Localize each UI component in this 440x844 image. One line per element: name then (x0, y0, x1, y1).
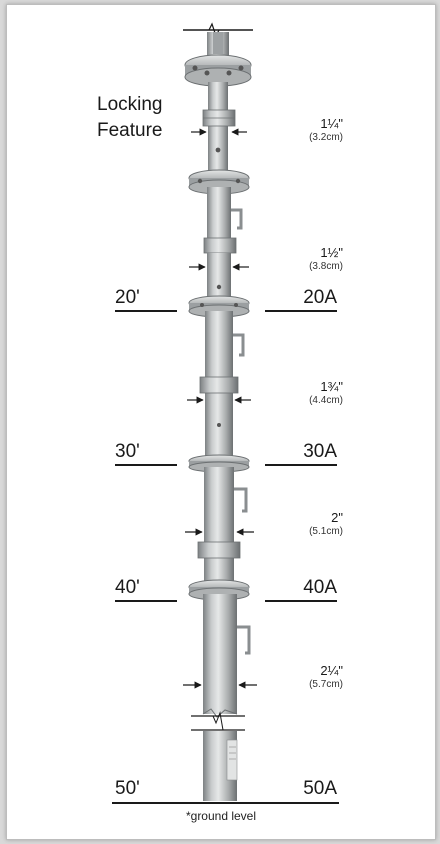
level-40-right-label: 40A (303, 577, 337, 598)
section-1-inch-label: 1¼" (320, 116, 343, 131)
section-2-inch-label: 1½" (320, 245, 343, 260)
pole-section-5 (188, 579, 251, 718)
section-5-inch-label: 2¼" (320, 663, 343, 678)
level-50-left-label: 50' (115, 778, 140, 799)
level-20-left-label: 20' (115, 287, 140, 308)
level-lines (112, 310, 339, 804)
section-4-inch-label: 2" (331, 510, 343, 525)
section-4-cm-label: (5.1cm) (309, 526, 343, 537)
diagram-card: Locking Feature 1¼" (3.2cm) 1½" (3.8cm) … (6, 4, 436, 840)
section-1-cm-label: (3.2cm) (309, 132, 343, 143)
section-2-cm-label: (3.8cm) (309, 261, 343, 272)
section-3-cm-label: (4.4cm) (309, 395, 343, 406)
pole-section-3 (188, 295, 250, 461)
pole-section-1 (184, 32, 252, 192)
level-20-right-label: 20A (303, 287, 337, 308)
pole-base (203, 731, 238, 801)
level-30-right-label: 30A (303, 441, 337, 462)
level-50-right-label: 50A (303, 778, 337, 799)
measurement-arrows (183, 128, 257, 689)
locking-feature-label-line-1: Locking (97, 94, 163, 115)
locking-feature-label-line-2: Feature (97, 120, 163, 141)
section-3-inch-label: 1¾" (320, 379, 343, 394)
pole-diagram (112, 22, 339, 804)
pole-section-2 (188, 169, 250, 307)
level-30-left-label: 30' (115, 441, 140, 462)
pole-section-4 (188, 454, 250, 587)
ground-level-note: *ground level (185, 809, 257, 823)
level-40-left-label: 40' (115, 577, 140, 598)
middle-break-mark (191, 711, 245, 731)
section-5-cm-label: (5.7cm) (309, 679, 343, 690)
